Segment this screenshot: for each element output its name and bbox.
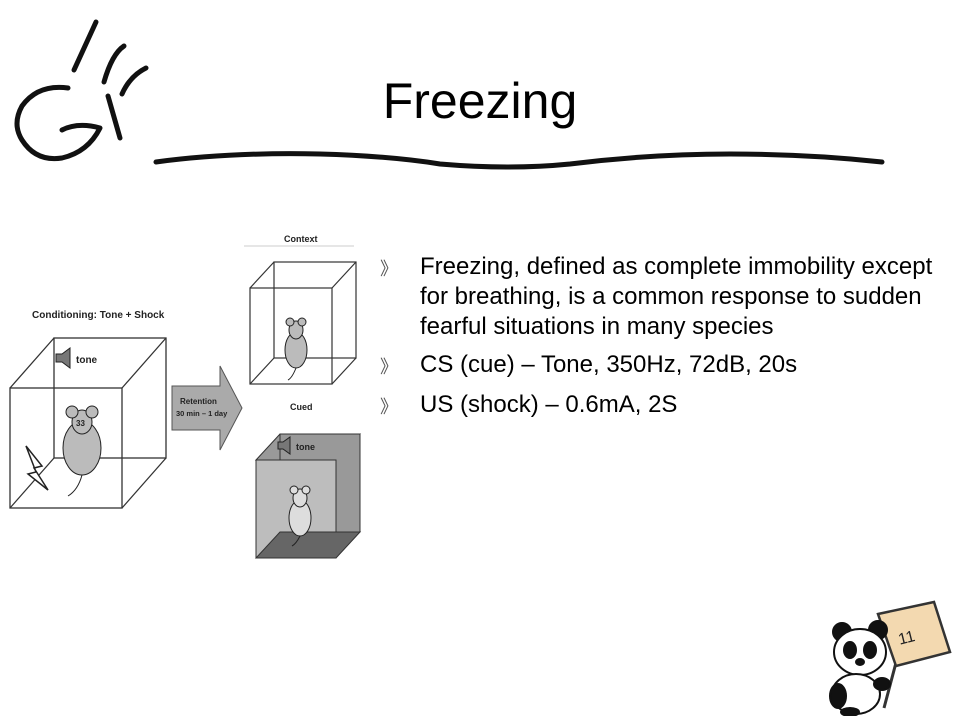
- bullet-item: 》 Freezing, defined as complete immobili…: [380, 252, 950, 342]
- cued-box: [254, 433, 362, 559]
- page-number-sign: 11: [876, 600, 952, 709]
- tone-label: tone: [76, 355, 98, 366]
- bullet-item: 》 US (shock) – 0.6mA, 2S: [380, 390, 950, 422]
- mouse-icon: [62, 405, 102, 497]
- page-number: 11: [897, 628, 917, 649]
- mouse-icon: [288, 485, 312, 547]
- context-box: [249, 261, 357, 385]
- bullet-item: 》 CS (cue) – Tone, 350Hz, 72dB, 20s: [380, 350, 950, 382]
- retention-arrow-icon: [171, 365, 243, 451]
- cued-tone-label: tone: [296, 442, 315, 452]
- retention-label-line2: 30 min – 1 day: [176, 409, 228, 418]
- context-label: Context: [284, 234, 318, 244]
- mouse-icon: [284, 317, 308, 381]
- panda-mascot-icon: 11: [829, 600, 952, 716]
- cued-label: Cued: [290, 402, 313, 412]
- retention-label-line1: Retention: [180, 397, 217, 406]
- title-underline: [153, 151, 885, 170]
- bullet-list: 》 Freezing, defined as complete immobili…: [380, 252, 950, 430]
- speaker-icon: [277, 436, 291, 455]
- bullet-text: Freezing, defined as complete immobility…: [420, 253, 933, 340]
- fear-conditioning-figure: Conditioning: Tone + Shock tone 33 Reten…: [9, 234, 362, 559]
- bullet-marker: 》: [380, 357, 398, 377]
- hand-drawn-logo: [14, 19, 149, 162]
- bullet-text: CS (cue) – Tone, 350Hz, 72dB, 20s: [420, 351, 798, 378]
- mouse-eye-label: 33: [76, 419, 85, 428]
- bullet-marker: 》: [380, 259, 398, 279]
- bullet-text: US (shock) – 0.6mA, 2S: [420, 391, 678, 418]
- conditioning-box: [9, 337, 167, 509]
- conditioning-label: Conditioning: Tone + Shock: [32, 310, 165, 321]
- slide-title: Freezing: [382, 73, 578, 129]
- bullet-marker: 》: [380, 397, 398, 417]
- lightning-bolt-icon: [25, 445, 49, 491]
- speaker-icon: [55, 347, 71, 369]
